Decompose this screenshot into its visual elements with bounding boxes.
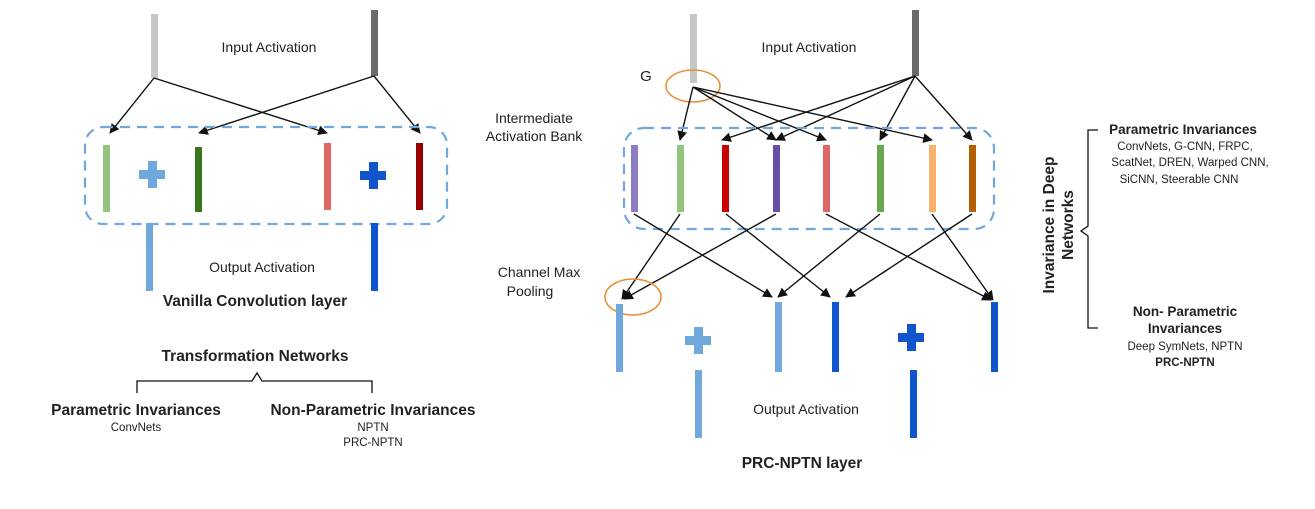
- tree-left-item: ConvNets: [111, 422, 162, 434]
- prc-pooled-bar-4: [991, 302, 998, 372]
- prc-arrow: [777, 213, 881, 298]
- prc-input-bar-1: [690, 14, 697, 83]
- prc-arrow: [914, 75, 973, 141]
- prc-arrow: [621, 213, 681, 300]
- prc-arrow: [845, 213, 973, 298]
- vanilla-bank-bar-3: [324, 143, 331, 210]
- prc-output-bar-2: [910, 370, 917, 438]
- pool-label-line-2: Pooling: [507, 283, 554, 299]
- prc-arrow: [692, 86, 933, 143]
- side-parametric-item: SiCNN, Steerable CNN: [1120, 174, 1239, 186]
- vanilla-input-bar-1: [151, 14, 158, 78]
- prc-arrow: [931, 213, 994, 301]
- tree-right-title: Non-Parametric Invariances: [270, 402, 475, 419]
- tree-left-title: Parametric Invariances: [51, 402, 221, 419]
- prc-pool-arrows: [621, 213, 994, 301]
- side-nonparametric-title-line-2: Invariances: [1148, 321, 1222, 336]
- prc-arrow: [677, 86, 694, 141]
- prc-bank-bars: [631, 145, 976, 212]
- vanilla-arrow: [198, 75, 375, 135]
- prc-bank-bar-1: [631, 145, 638, 212]
- side-vertical-title-line-1: Invariance in Deep: [1041, 157, 1058, 294]
- plus-icon: [898, 324, 924, 351]
- prc-pooled-bar-2: [775, 302, 782, 372]
- prc-arrow: [879, 75, 916, 141]
- prc-output-label: Output Activation: [753, 401, 859, 417]
- vanilla-arrows: [109, 75, 421, 135]
- prc-bank-bar-2: [677, 145, 684, 212]
- vanilla-input-bar-2: [371, 10, 378, 76]
- prc-input-label: Input Activation: [762, 39, 857, 55]
- vanilla-arrow: [109, 77, 155, 134]
- side-vertical-title-line-2: Networks: [1060, 190, 1077, 260]
- vanilla-output-label: Output Activation: [209, 259, 315, 275]
- tree-right-item: NPTN: [357, 422, 388, 434]
- side-nonparametric-title-line-1: Non- Parametric: [1133, 304, 1238, 319]
- vanilla-arrow: [153, 77, 328, 135]
- side-parametric-item: ConvNets, G-CNN, FRPC,: [1117, 141, 1252, 153]
- g-group-circle: [665, 69, 721, 103]
- prc-pooled-bar-3: [832, 302, 839, 372]
- pool-label-line-1: Channel Max: [498, 264, 581, 280]
- prc-arrow: [721, 75, 916, 142]
- vanilla-conv-diagram: Input Activation Output Activation Vanil…: [83, 10, 449, 310]
- prc-arrow: [692, 86, 777, 141]
- prc-nptn-diagram: Input Activation G Intermediate Activati…: [486, 10, 998, 472]
- vanilla-caption: Vanilla Convolution layer: [163, 293, 347, 310]
- bank-label-line-2: Activation Bank: [486, 128, 583, 144]
- side-nonparametric-bold-item: PRC-NPTN: [1155, 357, 1214, 369]
- tree-brace: [136, 371, 373, 393]
- vanilla-bank-bar-2: [195, 147, 202, 212]
- prc-bank-bar-6: [877, 145, 884, 212]
- tree-title: Transformation Networks: [162, 348, 349, 365]
- prc-caption: PRC-NPTN layer: [742, 455, 863, 472]
- side-nonparametric-item: Deep SymNets, NPTN: [1127, 341, 1242, 353]
- prc-bank-bar-5: [823, 145, 830, 212]
- prc-bank-bar-8: [969, 145, 976, 212]
- invariance-taxonomy: Invariance in Deep Networks Parametric I…: [1041, 122, 1269, 369]
- prc-pooled-bar-1: [616, 304, 623, 372]
- prc-arrow: [825, 213, 992, 301]
- prc-activation-bank-box: [622, 126, 996, 231]
- prc-arrow: [623, 213, 777, 300]
- prc-input-arrows: [677, 75, 973, 143]
- plus-icon: [360, 162, 386, 189]
- prc-arrow: [692, 86, 827, 142]
- side-parametric-item: ScatNet, DREN, Warped CNN,: [1111, 157, 1268, 169]
- vanilla-bank-bar-4: [416, 143, 423, 210]
- prc-arrow: [775, 75, 916, 141]
- pool-group-circle: [604, 278, 662, 316]
- vanilla-output-bar-1: [146, 223, 153, 291]
- bank-label-line-1: Intermediate: [495, 110, 573, 126]
- vanilla-bank-bar-1: [103, 145, 110, 212]
- g-label: G: [640, 68, 652, 85]
- side-parametric-title: Parametric Invariances: [1109, 122, 1257, 137]
- plus-icon: [685, 327, 711, 354]
- prc-bank-bar-4: [773, 145, 780, 212]
- transformation-networks-tree: Transformation Networks Parametric Invar…: [51, 348, 475, 449]
- vanilla-input-label: Input Activation: [222, 39, 317, 55]
- vanilla-output-bar-2: [371, 223, 378, 291]
- vanilla-arrow: [373, 75, 421, 134]
- prc-bank-bar-7: [929, 145, 936, 212]
- prc-bank-bar-3: [722, 145, 729, 212]
- vanilla-activation-bank-box: [83, 125, 449, 226]
- side-brace: [1079, 129, 1098, 329]
- prc-input-bar-2: [912, 10, 919, 76]
- prc-arrow: [725, 213, 831, 298]
- tree-right-item: PRC-NPTN: [343, 437, 402, 449]
- plus-icon: [139, 161, 165, 188]
- prc-output-bar-1: [695, 370, 702, 438]
